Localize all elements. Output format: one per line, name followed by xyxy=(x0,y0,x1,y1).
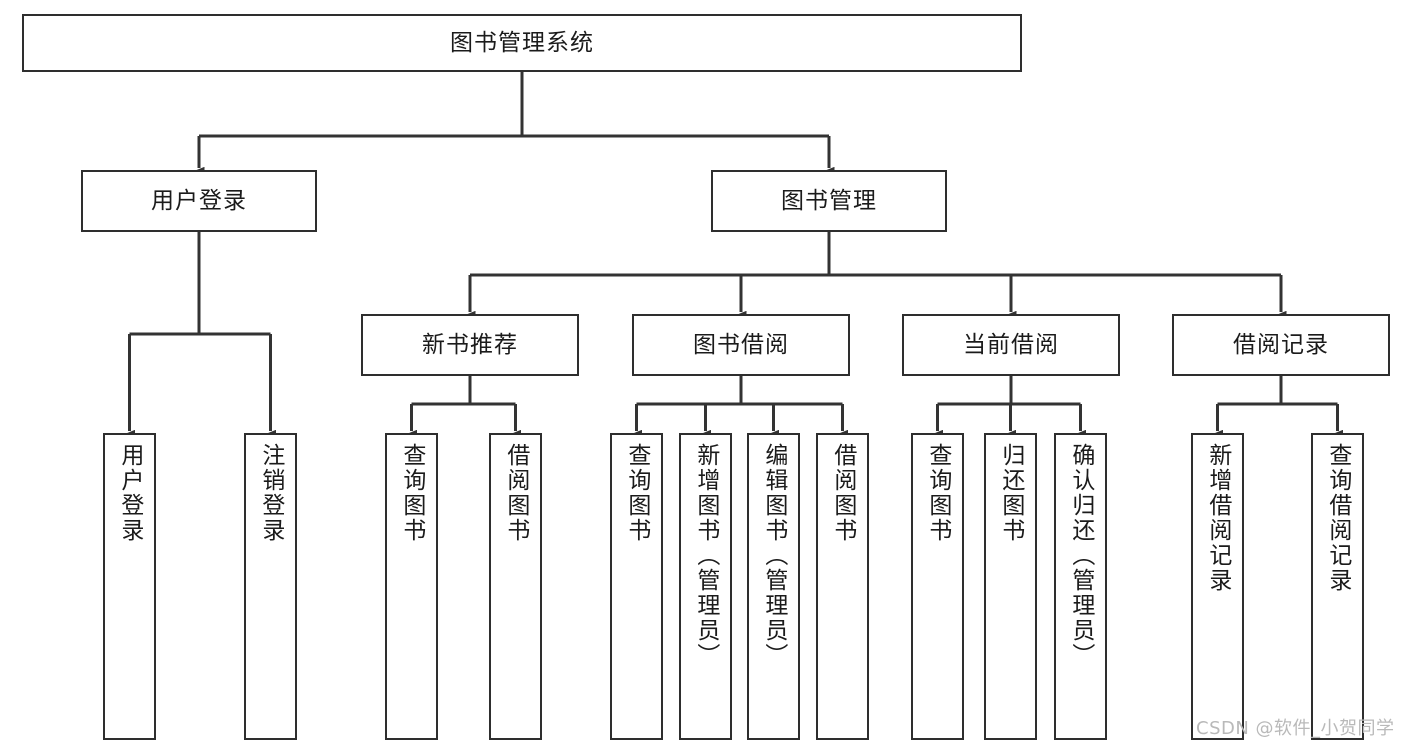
node-label: 编辑图书（管理员） xyxy=(760,443,787,668)
leaf-node-用户登录[interactable]: 用户登录 xyxy=(103,433,156,740)
level2-node-用户登录[interactable]: 用户登录 xyxy=(81,170,317,232)
leaf-node-查询图书[interactable]: 查询图书 xyxy=(911,433,964,740)
node-label: 用户登录 xyxy=(151,187,247,214)
level3-node-当前借阅[interactable]: 当前借阅 xyxy=(902,314,1120,376)
node-label: 新书推荐 xyxy=(422,331,518,358)
leaf-node-归还图书[interactable]: 归还图书 xyxy=(984,433,1037,740)
level3-node-图书借阅[interactable]: 图书借阅 xyxy=(632,314,850,376)
level2-node-图书管理[interactable]: 图书管理 xyxy=(711,170,947,232)
node-label: 查询图书 xyxy=(398,443,425,543)
leaf-node-借阅图书[interactable]: 借阅图书 xyxy=(816,433,869,740)
node-label: 查询图书 xyxy=(623,443,650,543)
leaf-node-新增图书管理员[interactable]: 新增图书（管理员） xyxy=(679,433,732,740)
node-label: 借阅图书 xyxy=(502,443,529,543)
node-label: 新增借阅记录 xyxy=(1204,443,1231,593)
leaf-node-编辑图书管理员[interactable]: 编辑图书（管理员） xyxy=(747,433,800,740)
node-label: 图书管理系统 xyxy=(450,29,594,56)
leaf-node-新增借阅记录[interactable]: 新增借阅记录 xyxy=(1191,433,1244,740)
leaf-node-注销登录[interactable]: 注销登录 xyxy=(244,433,297,740)
leaf-node-查询图书[interactable]: 查询图书 xyxy=(385,433,438,740)
node-label: 当前借阅 xyxy=(963,331,1059,358)
node-label: 图书管理 xyxy=(781,187,877,214)
level3-node-新书推荐[interactable]: 新书推荐 xyxy=(361,314,579,376)
leaf-node-确认归还管理员[interactable]: 确认归还（管理员） xyxy=(1054,433,1107,740)
node-label: 归还图书 xyxy=(997,443,1024,543)
level3-node-借阅记录[interactable]: 借阅记录 xyxy=(1172,314,1390,376)
leaf-node-查询图书[interactable]: 查询图书 xyxy=(610,433,663,740)
node-label: 查询图书 xyxy=(924,443,951,543)
node-label: 图书借阅 xyxy=(693,331,789,358)
node-label: 用户登录 xyxy=(116,443,143,543)
csdn-watermark: CSDN @软件_小贺同学 xyxy=(1196,718,1395,739)
node-label: 借阅图书 xyxy=(829,443,856,543)
node-label: 借阅记录 xyxy=(1233,331,1329,358)
leaf-node-查询借阅记录[interactable]: 查询借阅记录 xyxy=(1311,433,1364,740)
node-label: 新增图书（管理员） xyxy=(692,443,719,668)
node-label: 查询借阅记录 xyxy=(1324,443,1351,593)
leaf-node-借阅图书[interactable]: 借阅图书 xyxy=(489,433,542,740)
root-node-图书管理系统[interactable]: 图书管理系统 xyxy=(22,14,1022,72)
node-label: 确认归还（管理员） xyxy=(1067,443,1094,668)
node-label: 注销登录 xyxy=(257,443,284,543)
